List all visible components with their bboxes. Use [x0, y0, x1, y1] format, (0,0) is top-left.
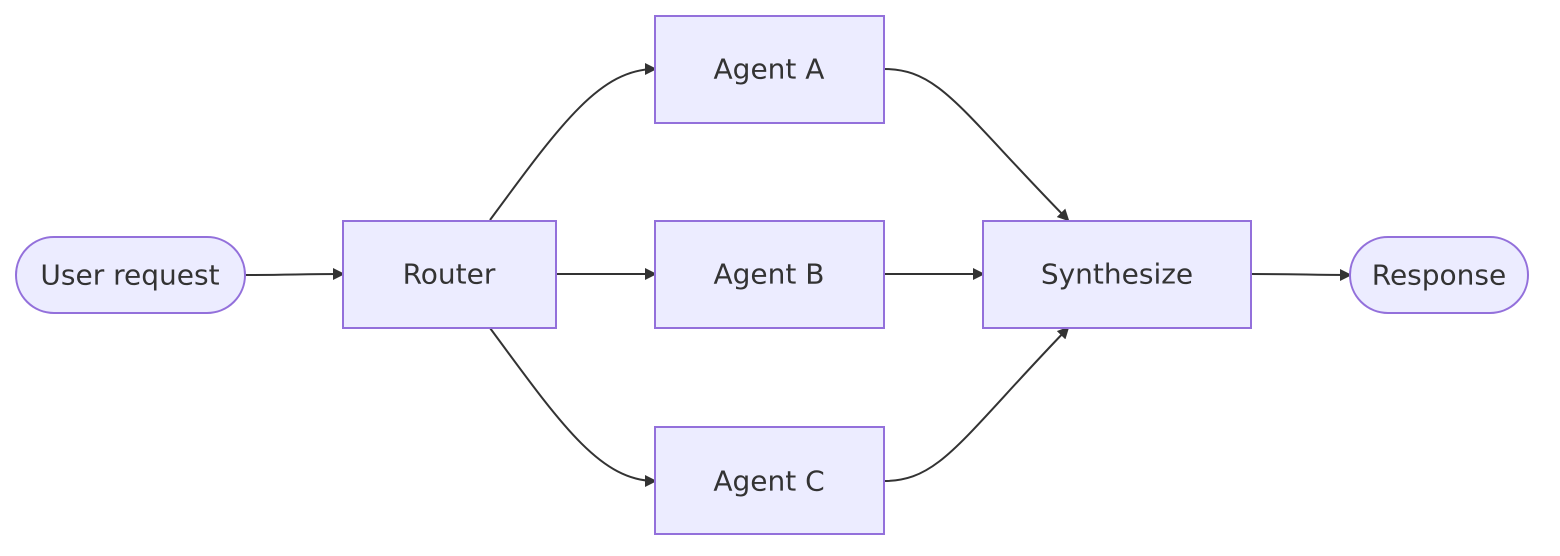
edge-agent-c-to-synthesize	[883, 326, 1070, 482]
edge-router-to-agent-a	[489, 63, 657, 221]
synthesize-label: Synthesize	[1041, 258, 1193, 291]
synthesize-shape	[982, 220, 1252, 329]
agent-b-label: Agent B	[714, 258, 825, 291]
user-request-shape	[15, 236, 246, 314]
edge-synthesize-to-response	[1250, 268, 1352, 281]
user-request-label: User request	[40, 259, 219, 292]
agent-b-shape	[654, 220, 885, 329]
agent-a-shape	[654, 15, 885, 124]
edge-router-to-agent-c	[489, 327, 657, 487]
agent-a-label: Agent A	[714, 53, 825, 86]
node-router: Router	[342, 220, 557, 329]
agent-c-shape	[654, 426, 885, 535]
node-synthesize: Synthesize	[982, 220, 1252, 329]
router-label: Router	[403, 258, 496, 291]
response-shape	[1349, 236, 1529, 314]
edge-agent-a-to-synthesize	[883, 68, 1070, 222]
edges-group	[244, 63, 1352, 487]
node-response: Response	[1349, 236, 1529, 314]
node-agent-b: Agent B	[654, 220, 885, 329]
node-agent-a: Agent A	[654, 15, 885, 124]
response-label: Response	[1372, 259, 1506, 292]
agent-c-label: Agent C	[713, 465, 824, 498]
router-shape	[342, 220, 557, 329]
node-agent-c: Agent C	[654, 426, 885, 535]
node-user-request: User request	[15, 236, 246, 314]
edge-user-request-to-router	[244, 268, 345, 281]
